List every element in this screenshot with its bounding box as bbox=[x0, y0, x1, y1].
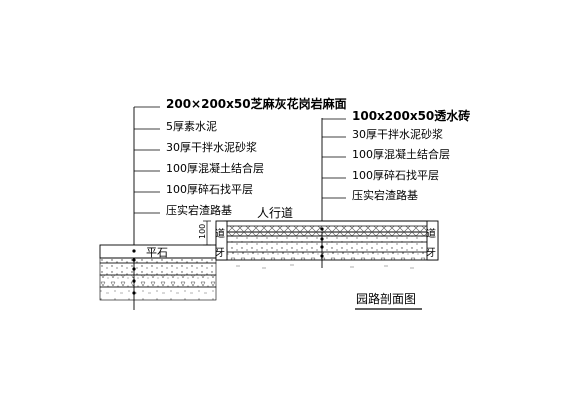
right-mortar-layer bbox=[215, 235, 439, 243]
subgrade-marks bbox=[236, 264, 414, 269]
left-gravel-layer bbox=[99, 274, 217, 288]
permeable-brick-layer bbox=[215, 225, 439, 237]
right-callout-1: 100x200x50透水砖 bbox=[352, 108, 470, 123]
right-callout-5: 压实宕渣路基 bbox=[352, 188, 418, 202]
left-callout-3: 30厚干拌水泥砂浆 bbox=[166, 140, 257, 154]
left-section: 平石 bbox=[99, 244, 217, 301]
right-section: 道 牙 道 牙 100 人行道 bbox=[198, 206, 439, 269]
right-callout-group: 100x200x50透水砖 30厚干拌水泥砂浆 100厚混凝土结合层 100厚碎… bbox=[321, 108, 470, 268]
left-mortar-layer bbox=[99, 257, 217, 264]
left-curb bbox=[215, 220, 228, 261]
right-curb-char-1: 道 bbox=[426, 227, 436, 240]
left-callout-group: 200×200x50芝麻灰花岗岩麻面 5厚素水泥 30厚干拌水泥砂浆 100厚混… bbox=[133, 96, 347, 310]
right-curb bbox=[426, 220, 439, 261]
left-callout-6: 压实宕渣路基 bbox=[166, 203, 232, 217]
right-concrete-layer bbox=[215, 241, 439, 253]
left-curb-char-1: 道 bbox=[215, 227, 225, 240]
left-callout-5: 100厚碎石找平层 bbox=[166, 182, 253, 196]
left-subgrade-layer bbox=[99, 286, 217, 301]
right-callout-3: 100厚混凝土结合层 bbox=[352, 147, 450, 161]
left-concrete-layer bbox=[99, 262, 217, 276]
left-callout-4: 100厚混凝土结合层 bbox=[166, 161, 264, 175]
left-curb-char-2: 牙 bbox=[215, 247, 225, 259]
flat-stone-label: 平石 bbox=[146, 246, 168, 259]
left-callout-1: 200×200x50芝麻灰花岗岩麻面 bbox=[166, 96, 347, 111]
right-curb-char-2: 牙 bbox=[426, 247, 436, 259]
dimension-label: 100 bbox=[198, 224, 207, 239]
left-callout-ticks bbox=[134, 106, 160, 214]
right-callout-2: 30厚干拌水泥砂浆 bbox=[352, 127, 443, 141]
drawing-title: 园路剖面图 bbox=[356, 291, 416, 306]
right-layer-dots bbox=[320, 227, 324, 258]
left-callout-2: 5厚素水泥 bbox=[166, 120, 217, 133]
sidewalk-label: 人行道 bbox=[257, 206, 293, 220]
right-gravel-layer bbox=[215, 251, 439, 261]
right-callout-4: 100厚碎石找平层 bbox=[352, 168, 439, 182]
right-callout-ticks bbox=[322, 118, 346, 199]
left-layer-dots bbox=[132, 249, 136, 295]
